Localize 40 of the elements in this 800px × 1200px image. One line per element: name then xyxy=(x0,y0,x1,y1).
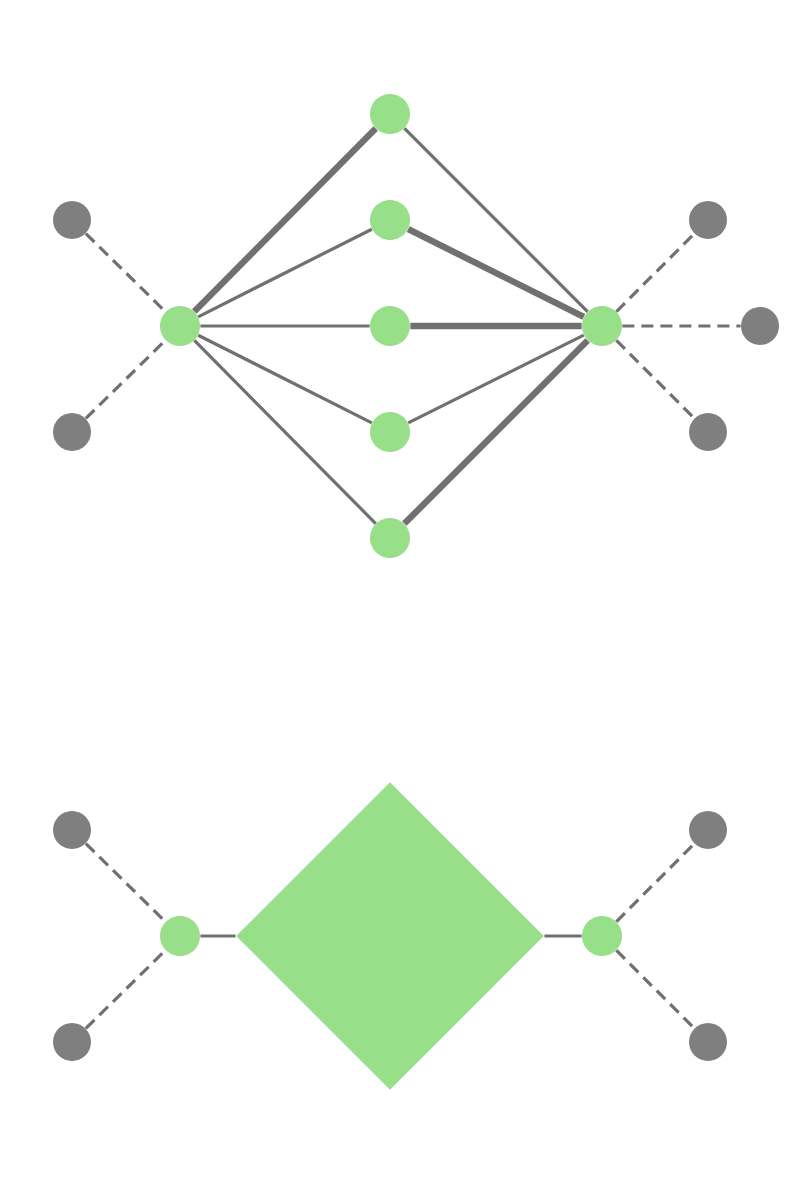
dashed-line xyxy=(84,339,167,420)
dashed-line xyxy=(84,842,167,923)
dashed-line xyxy=(615,232,696,313)
node-circle xyxy=(582,306,622,346)
dashed-line xyxy=(615,339,696,420)
edge-line xyxy=(193,339,377,525)
edge-line xyxy=(410,322,582,330)
edge-line xyxy=(197,333,373,425)
edge-line xyxy=(197,227,373,319)
node-circle xyxy=(370,412,410,452)
edge-line xyxy=(200,934,236,938)
diamond-shape xyxy=(236,782,544,1090)
node-circle xyxy=(741,307,779,345)
edge-line xyxy=(402,338,590,526)
edge-line xyxy=(406,226,586,320)
node-circle xyxy=(689,811,727,849)
edge-line xyxy=(403,127,589,313)
edge-line xyxy=(200,324,370,328)
node-circle xyxy=(53,201,91,239)
edge-line xyxy=(407,333,585,425)
edge-line xyxy=(544,934,582,938)
node-circle xyxy=(582,916,622,956)
node-circle xyxy=(689,1023,727,1061)
node-circle xyxy=(53,413,91,451)
node-circle xyxy=(370,306,410,346)
dashed-line xyxy=(615,949,696,1030)
node-circle xyxy=(160,916,200,956)
dashed-line xyxy=(84,232,167,313)
node-circle xyxy=(160,306,200,346)
node-circle xyxy=(370,94,410,134)
edge-line xyxy=(192,126,378,314)
dashed-line xyxy=(615,842,696,923)
dashed-line xyxy=(622,324,741,328)
node-circle xyxy=(689,201,727,239)
node-circle xyxy=(370,518,410,558)
node-circle xyxy=(370,200,410,240)
node-circle xyxy=(53,811,91,849)
node-circle xyxy=(689,413,727,451)
node-circle xyxy=(53,1023,91,1061)
dashed-line xyxy=(84,949,167,1030)
